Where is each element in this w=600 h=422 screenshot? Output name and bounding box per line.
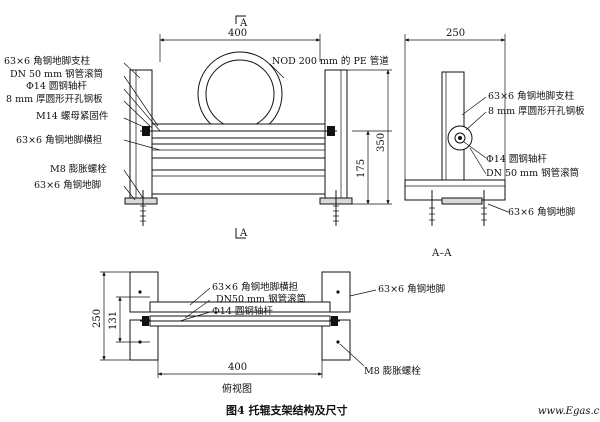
plan-bolt-hole (138, 290, 142, 294)
section-mark-bottom: A (235, 228, 248, 239)
front-dim-height-label: 350 (376, 133, 387, 152)
section-mark-top: A (235, 15, 248, 29)
side-dim-width-label: 250 (446, 28, 465, 39)
side-roller (447, 125, 473, 151)
plan-view-title: 俯视图 (222, 382, 252, 395)
label-side-column: 63×6 角钢地脚支柱 (488, 90, 575, 102)
plan-right-foot-bottom (321, 319, 351, 361)
label-plan-shaft: Φ14 圆钢轴杆 (212, 305, 273, 317)
plan-dims: 250 131 400 (92, 271, 323, 378)
side-bolt-left (429, 190, 435, 226)
label-front-beam: 63×6 角钢地脚横担 (16, 134, 103, 146)
plan-dim-depth-label: 250 (92, 309, 103, 328)
label-front-shaft: Φ14 圆钢轴杆 (26, 80, 87, 92)
figure-caption: 图4 托辊支架结构及尺寸 (226, 403, 347, 417)
label-side-plate: 8 mm 厚圆形开孔钢板 (488, 105, 585, 117)
plan-beam-top (149, 301, 331, 313)
plan-view: 250 131 400 63×6 角钢地脚横担 DN50 mm 钢管滚筒 Φ14… (92, 271, 445, 395)
plan-bolt-hole (336, 290, 340, 294)
plan-dim-width-label: 400 (228, 362, 247, 373)
front-bolt-right (333, 190, 339, 226)
front-dim-width: 400 (159, 28, 321, 62)
pe-pipe (197, 51, 283, 137)
label-front-nut: M14 螺母紧固件 (36, 110, 109, 122)
front-nut-right (327, 126, 335, 136)
side-view-title: A–A (431, 248, 452, 259)
front-bolt-left (140, 190, 146, 226)
front-lower-frame (151, 169, 326, 195)
label-front-pipe: NOD 200 mm 的 PE 管道 (272, 55, 389, 67)
side-bolt-right (481, 190, 487, 226)
label-front-column: 63×6 角钢地脚支柱 (4, 55, 91, 67)
section-mark-top-label: A (239, 18, 248, 29)
label-front-bolt: M8 膨胀螺栓 (50, 163, 107, 175)
plan-bolt-hole (336, 340, 340, 344)
front-cross-beam (151, 143, 326, 159)
front-nut-left (142, 126, 150, 136)
plan-nut-right (331, 316, 338, 326)
front-dim-lower-label: 175 (356, 159, 367, 178)
plan-dim-inner-label: 131 (108, 311, 119, 330)
label-front-plate: 8 mm 厚圆形开孔钢板 (6, 93, 103, 105)
watermark: www.Egas.cn (538, 406, 600, 417)
label-side-roller: DN 50 mm 钢管滚筒 (486, 167, 579, 179)
side-base-strip (441, 197, 483, 205)
front-dim-height: 350 175 (347, 69, 392, 205)
front-view: A A 400 (4, 15, 392, 239)
label-front-foot: 63×6 角钢地脚 (34, 179, 101, 191)
label-plan-beam: 63×6 角钢地脚横担 (212, 281, 299, 293)
label-plan-bolt: M8 膨胀螺栓 (364, 365, 421, 377)
label-plan-foot: 63×6 角钢地脚 (378, 283, 445, 295)
side-view: 250 (404, 28, 585, 259)
front-dim-width-label: 400 (228, 28, 247, 39)
label-plan-roller: DN50 mm 钢管滚筒 (216, 293, 306, 305)
label-side-foot: 63×6 角钢地脚 (508, 206, 575, 218)
plan-nut-left (142, 316, 149, 326)
label-front-roller: DN 50 mm 钢管滚筒 (10, 68, 103, 80)
side-leaders (461, 96, 509, 213)
label-side-shaft: Φ14 圆钢轴杆 (486, 153, 547, 165)
side-base (404, 179, 506, 201)
section-mark-bottom-label: A (239, 228, 248, 239)
plan-leaders (179, 287, 377, 367)
front-left-foot (124, 197, 158, 205)
front-leaders (123, 62, 285, 201)
side-dim-width: 250 (404, 28, 506, 180)
